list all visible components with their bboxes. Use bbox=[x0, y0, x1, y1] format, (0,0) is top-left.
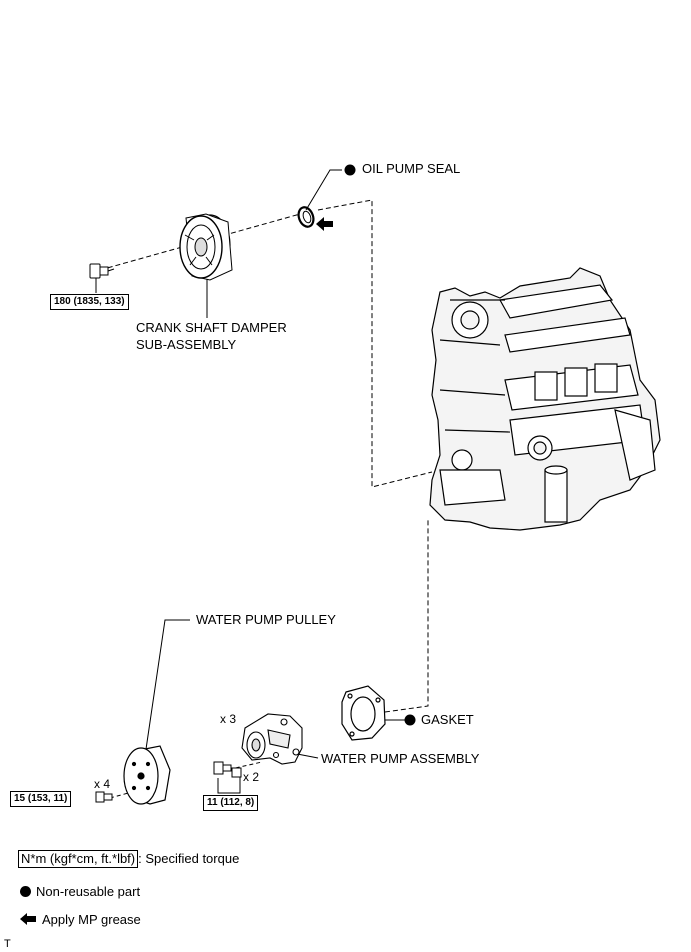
legend-grease-text: Apply MP grease bbox=[42, 912, 141, 927]
seal-to-engine-dashed-line bbox=[317, 199, 433, 488]
seal-leader-line bbox=[305, 169, 342, 211]
pump-bolt-torque: 11 (112, 8) bbox=[203, 795, 259, 811]
pump-bolt-upper-quantity: x 3 bbox=[220, 712, 237, 726]
non-reusable-dot-seal bbox=[344, 164, 356, 176]
pulley-leader-line bbox=[144, 619, 190, 757]
grease-arrow-legend-icon bbox=[20, 913, 36, 925]
crank-bolt-torque: 180 (1835, 133) bbox=[50, 294, 129, 310]
pump-bolt-lower bbox=[231, 767, 242, 778]
oil-pump-seal-label: OIL PUMP SEAL bbox=[362, 161, 461, 176]
oil-pump-seal bbox=[297, 206, 315, 228]
gasket bbox=[341, 685, 386, 741]
gasket-to-engine-dashed-line bbox=[384, 520, 429, 713]
pulley-bolt-quantity: x 4 bbox=[94, 777, 111, 791]
legend-torque: N*m (kgf*cm, ft.*lbf): Specified torque bbox=[18, 850, 239, 868]
pulley-bolt-torque: 15 (153, 11) bbox=[10, 791, 72, 807]
legend-non-reusable-text: Non-reusable part bbox=[36, 884, 141, 899]
pump-bolt-lower-quantity: x 2 bbox=[243, 770, 260, 784]
crank-damper-label-line1: CRANK SHAFT DAMPER bbox=[136, 320, 287, 335]
pulley-bolt-dashed-line bbox=[109, 791, 133, 799]
grease-arrow-icon bbox=[316, 217, 333, 231]
crank-bolt bbox=[89, 263, 115, 279]
pump-bolt-bracket bbox=[217, 776, 241, 794]
water-pump-assembly-label: WATER PUMP ASSEMBLY bbox=[321, 751, 480, 766]
pump-bolt-upper bbox=[213, 761, 232, 775]
water-pump-pulley-label: WATER PUMP PULLEY bbox=[196, 612, 336, 627]
water-pump-assembly bbox=[241, 713, 303, 765]
gasket-label: GASKET bbox=[421, 712, 474, 727]
water-pump-pulley bbox=[123, 745, 171, 805]
legend-torque-desc: : Specified torque bbox=[138, 851, 240, 866]
legend-grease: Apply MP grease bbox=[20, 912, 141, 928]
non-reusable-dot-gasket bbox=[404, 714, 416, 726]
legend-non-reusable: Non-reusable part bbox=[20, 884, 140, 900]
crank-damper-label-line2: SUB-ASSEMBLY bbox=[136, 337, 237, 352]
pulley-bolt bbox=[95, 791, 113, 803]
crankshaft-damper bbox=[179, 213, 233, 281]
crank-axis-dashed-line bbox=[99, 213, 301, 271]
legend-torque-unit: N*m (kgf*cm, ft.*lbf) bbox=[18, 850, 139, 868]
non-reusable-icon bbox=[20, 886, 31, 897]
engine-block bbox=[429, 267, 661, 531]
corner-mark: T bbox=[4, 938, 11, 950]
